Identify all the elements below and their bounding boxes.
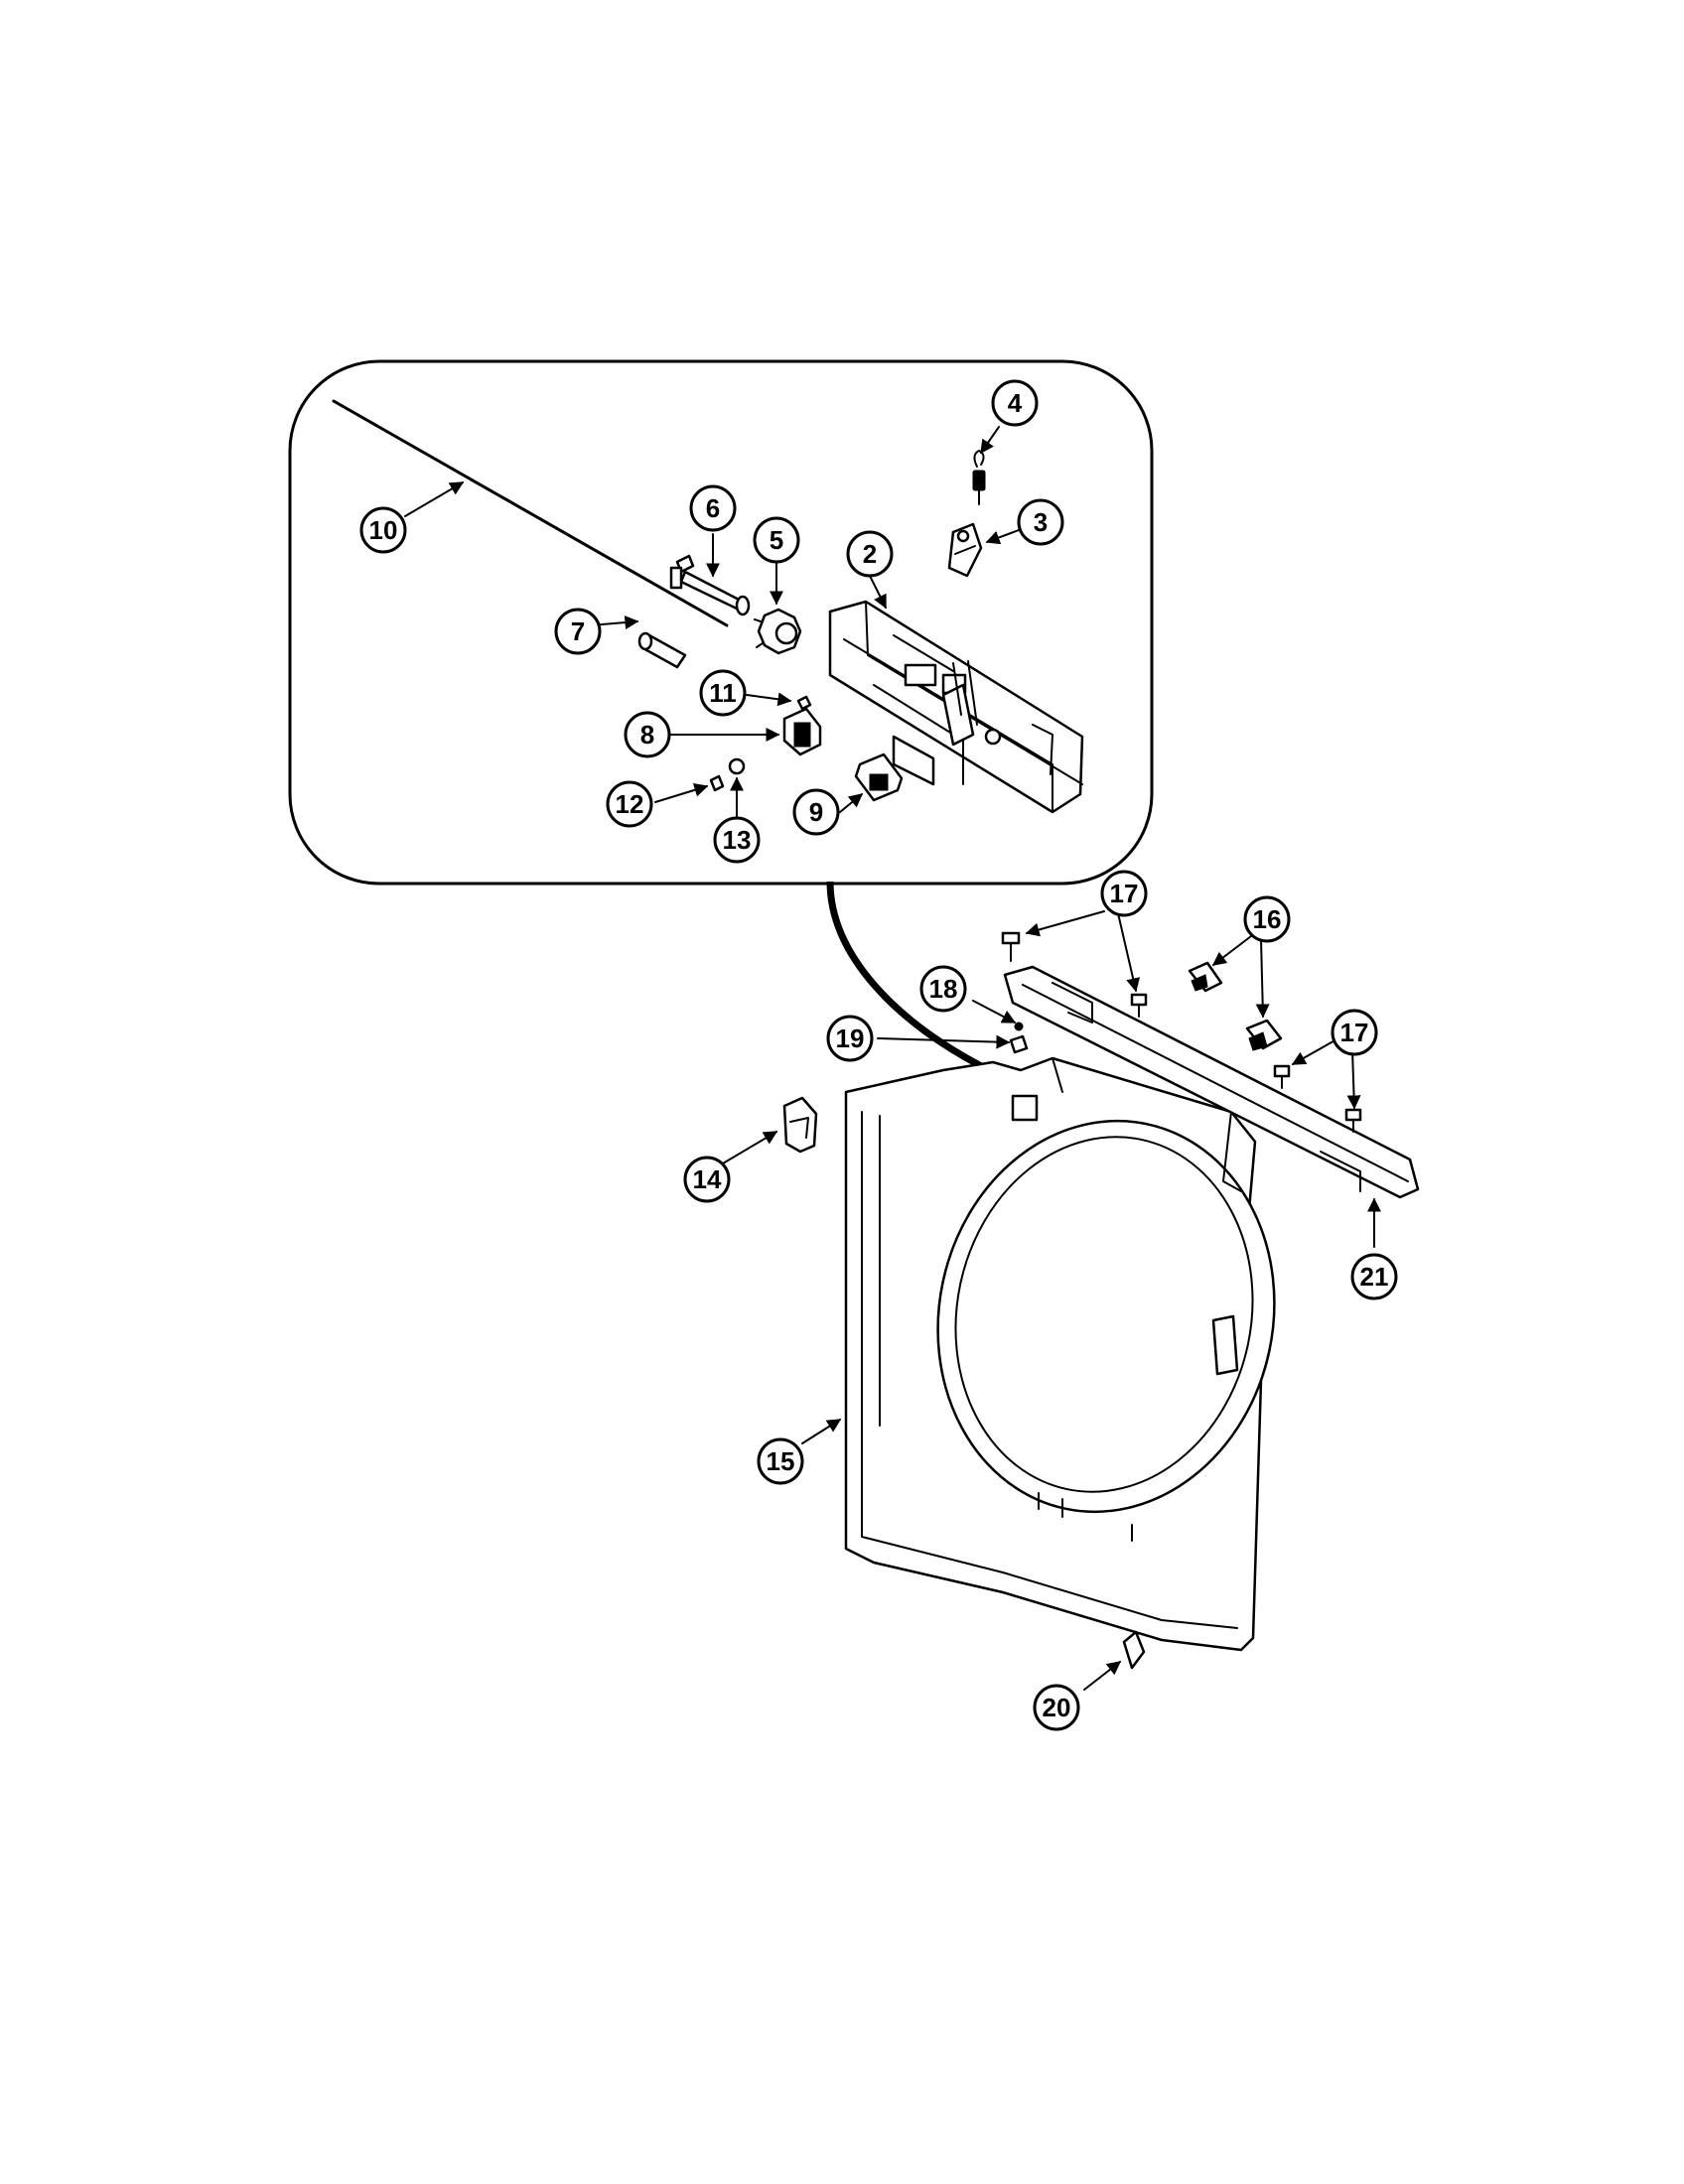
housing-part bbox=[828, 600, 1084, 814]
cap-part-14 bbox=[782, 1096, 818, 1154]
front-panel-part bbox=[844, 1056, 1276, 1652]
lever-part bbox=[947, 522, 983, 578]
callout-10: 10 bbox=[359, 506, 407, 554]
shaft-part bbox=[669, 554, 751, 616]
washer-part-13 bbox=[728, 757, 746, 775]
svg-text:7: 7 bbox=[571, 616, 585, 646]
clip-part-20 bbox=[1122, 1630, 1146, 1670]
svg-text:4: 4 bbox=[1008, 388, 1023, 418]
svg-text:15: 15 bbox=[767, 1446, 795, 1476]
callout-4: 4 bbox=[991, 379, 1039, 427]
switch-part-8 bbox=[782, 707, 822, 756]
svg-text:20: 20 bbox=[1043, 1693, 1071, 1722]
svg-text:9: 9 bbox=[809, 797, 823, 827]
svg-text:2: 2 bbox=[863, 539, 877, 569]
svg-text:21: 21 bbox=[1360, 1262, 1389, 1292]
clip-part bbox=[796, 695, 812, 711]
svg-text:14: 14 bbox=[693, 1164, 722, 1194]
callout-17-top: 17 bbox=[1100, 870, 1148, 917]
sleeve-part bbox=[637, 631, 687, 669]
svg-text:11: 11 bbox=[709, 678, 737, 708]
svg-text:17: 17 bbox=[1340, 1018, 1369, 1047]
rod-part bbox=[332, 399, 729, 627]
callout-9: 9 bbox=[792, 788, 840, 836]
callout-12: 12 bbox=[606, 780, 653, 828]
callout-7: 7 bbox=[554, 608, 602, 655]
svg-text:16: 16 bbox=[1253, 904, 1282, 934]
callout-18: 18 bbox=[919, 965, 967, 1013]
inset-frame bbox=[288, 359, 1154, 886]
svg-text:8: 8 bbox=[640, 720, 654, 750]
leader-lines bbox=[404, 426, 1381, 1691]
clip-part-16 bbox=[1188, 961, 1283, 1051]
callout-2: 2 bbox=[846, 530, 894, 578]
callout-21: 21 bbox=[1350, 1253, 1398, 1300]
svg-text:3: 3 bbox=[1034, 507, 1048, 537]
callout-5: 5 bbox=[753, 516, 800, 564]
callout-3: 3 bbox=[1017, 498, 1064, 546]
callout-11: 11 bbox=[699, 669, 747, 717]
svg-text:18: 18 bbox=[929, 974, 958, 1004]
callout-13: 13 bbox=[713, 816, 761, 864]
callout-6: 6 bbox=[689, 484, 737, 532]
rail-part bbox=[1003, 965, 1420, 1199]
screw-part-18 bbox=[1014, 1022, 1024, 1031]
spring-part bbox=[972, 450, 986, 505]
svg-text:17: 17 bbox=[1110, 879, 1139, 908]
svg-text:19: 19 bbox=[836, 1024, 865, 1053]
screw-part-17 bbox=[1001, 931, 1362, 1133]
svg-text:10: 10 bbox=[369, 515, 398, 545]
callout-19: 19 bbox=[826, 1015, 874, 1062]
svg-text:6: 6 bbox=[706, 493, 720, 523]
callout-8: 8 bbox=[624, 711, 671, 758]
detail-inset bbox=[288, 359, 1154, 886]
svg-text:12: 12 bbox=[616, 789, 644, 819]
callout-17-right: 17 bbox=[1331, 1009, 1378, 1056]
callout-20: 20 bbox=[1033, 1684, 1080, 1731]
callout-16: 16 bbox=[1243, 895, 1291, 943]
gear-part bbox=[754, 608, 802, 655]
callout-14: 14 bbox=[683, 1156, 731, 1203]
nut-part-19 bbox=[1009, 1034, 1029, 1054]
svg-text:13: 13 bbox=[723, 825, 752, 855]
callout-15: 15 bbox=[757, 1437, 804, 1485]
switch-part-9 bbox=[854, 752, 904, 802]
screw-part-12 bbox=[709, 774, 725, 792]
svg-text:5: 5 bbox=[770, 525, 783, 555]
